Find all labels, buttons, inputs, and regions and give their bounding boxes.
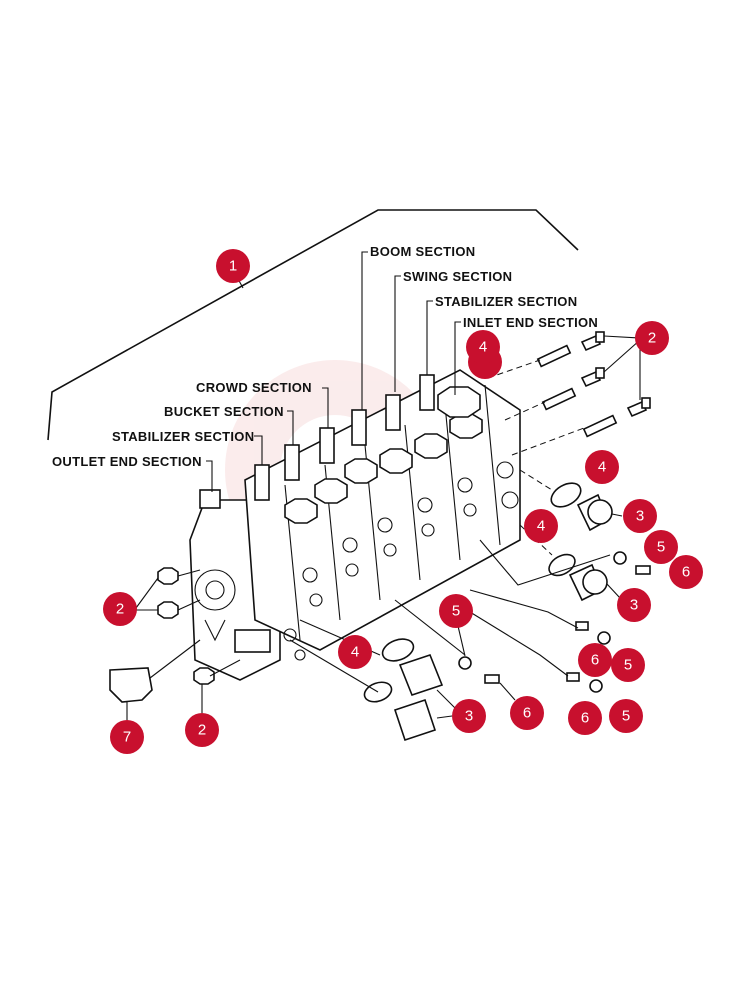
- bottom-hardware: [109, 567, 500, 742]
- svg-text:4: 4: [598, 459, 606, 476]
- callout-6-bottom: 6: [499, 682, 544, 730]
- callout-7: 7: [110, 702, 144, 754]
- callout-4-top: 4: [466, 330, 502, 379]
- label-outlet-end-section: OUTLET END SECTION: [52, 454, 202, 469]
- svg-text:4: 4: [537, 518, 545, 535]
- callout-3-right-b: 3: [606, 583, 651, 622]
- callout-4-right-a: 4: [585, 450, 619, 484]
- callout-1: 1: [216, 249, 250, 283]
- item1-bracket: [47, 209, 579, 441]
- svg-text:2: 2: [648, 330, 656, 347]
- callout-3-right-a: 3: [611, 499, 657, 533]
- callout-3-bottom: 3: [436, 689, 486, 733]
- callout-6-right-a: 6: [669, 555, 703, 589]
- svg-text:3: 3: [465, 708, 473, 725]
- valve-block: [189, 369, 521, 681]
- callout-5-mid: 5: [439, 594, 473, 657]
- callout-2-top-right: 2: [635, 321, 669, 355]
- label-inlet-end-section: INLET END SECTION: [463, 315, 598, 330]
- svg-text:6: 6: [591, 652, 599, 669]
- svg-text:6: 6: [581, 710, 589, 727]
- label-stabilizer-section-top: STABILIZER SECTION: [435, 294, 577, 309]
- svg-text:7: 7: [123, 729, 131, 746]
- callout-4-bottom: 4: [338, 635, 372, 669]
- callout-6-right-c: 6: [568, 701, 602, 735]
- callout-6-right-b: 6: [578, 643, 612, 677]
- tie-rod-studs: [487, 344, 618, 456]
- label-swing-section: SWING SECTION: [403, 269, 512, 284]
- svg-text:4: 4: [479, 339, 487, 356]
- label-boom-section: BOOM SECTION: [370, 244, 475, 259]
- callout-5-right-c: 5: [609, 699, 643, 733]
- label-crowd-section: CROWD SECTION: [196, 380, 312, 395]
- svg-text:5: 5: [622, 708, 630, 725]
- label-stabilizer-section-bottom: STABILIZER SECTION: [112, 429, 254, 444]
- svg-text:3: 3: [630, 597, 638, 614]
- callout-4-right-b: 4: [524, 509, 558, 543]
- svg-text:1: 1: [229, 258, 237, 275]
- svg-text:4: 4: [351, 644, 359, 661]
- right-side-hardware: [469, 469, 651, 693]
- svg-text:5: 5: [452, 603, 460, 620]
- svg-text:6: 6: [682, 564, 690, 581]
- svg-text:5: 5: [624, 657, 632, 674]
- callout-5-right-b: 5: [611, 648, 645, 682]
- svg-text:6: 6: [523, 705, 531, 722]
- svg-text:3: 3: [636, 508, 644, 525]
- tie-rod-bolts: [580, 331, 651, 418]
- svg-text:2: 2: [198, 722, 206, 739]
- callout-5-right-a: 5: [644, 530, 678, 564]
- svg-text:5: 5: [657, 539, 665, 556]
- label-bucket-section: BUCKET SECTION: [164, 404, 284, 419]
- callout-2-left: 2: [103, 577, 159, 626]
- callout-2-bottom: 2: [185, 684, 219, 747]
- svg-text:2: 2: [116, 601, 124, 618]
